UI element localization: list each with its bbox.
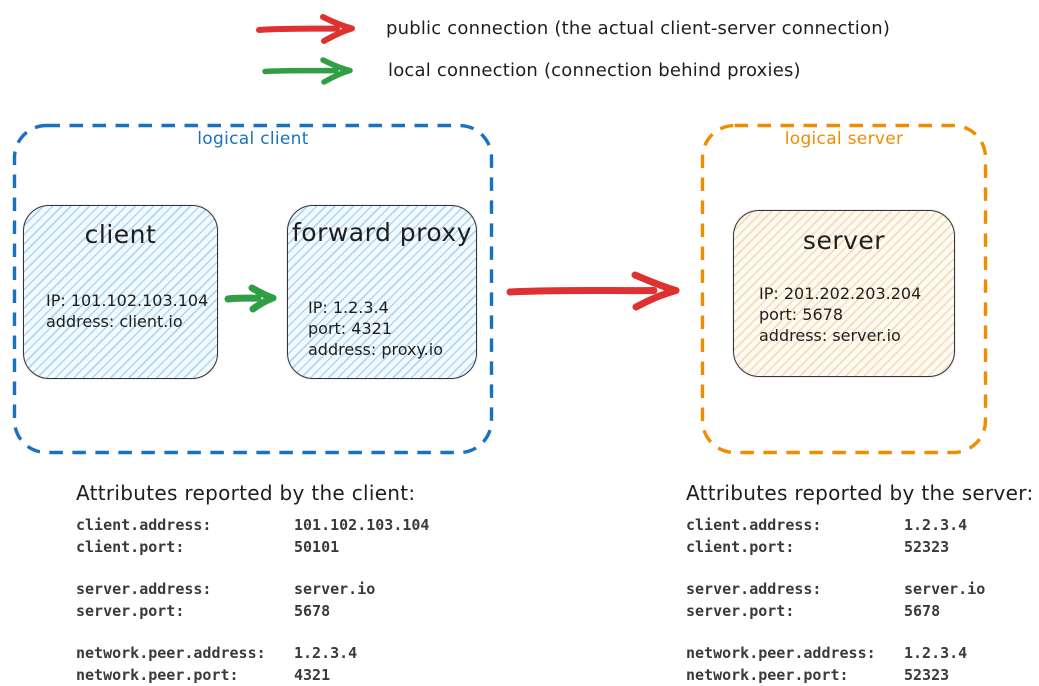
attr-row: network.peer.address:1.2.3.4 (76, 644, 358, 662)
attr-row: network.peer.port:4321 (76, 666, 331, 684)
client-node-title: client (84, 220, 157, 249)
forward-proxy-node-title: forward proxy (291, 218, 472, 247)
server-attributes-table: client.address:1.2.3.4 client.port:52323… (686, 514, 985, 686)
server-node-title: server (802, 226, 886, 255)
attr-row: server.address:server.io (686, 580, 986, 598)
attr-row: server.port:5678 (686, 602, 941, 620)
logical-client-group: logical client (12, 123, 494, 455)
legend-local-connection: local connection (connection behind prox… (260, 53, 801, 87)
attr-row: client.address:101.102.103.104 (76, 516, 430, 534)
server-address: address: server.io (759, 326, 901, 345)
public-connection-arrow-icon (256, 14, 355, 44)
forward-proxy-node: forward proxy IP: 1.2.3.4 port: 4321 add… (287, 205, 477, 379)
legend-public-connection: public connection (the actual client-ser… (253, 10, 890, 46)
forward-proxy-node-details: IP: 1.2.3.4 port: 4321 address: proxy.io (308, 297, 443, 360)
local-connection-mid-arrow-icon (224, 284, 277, 313)
client-node-details: IP: 101.102.103.104 address: client.io (46, 290, 208, 332)
client-attributes-table: client.address:101.102.103.104 client.po… (76, 514, 429, 686)
server-attributes-heading: Attributes reported by the server: (686, 481, 1034, 505)
attr-row: client.port:50101 (76, 538, 340, 556)
attr-row: server.address:server.io (76, 580, 376, 598)
client-node: client IP: 101.102.103.104 address: clie… (23, 205, 218, 379)
attr-row: network.peer.port:52323 (686, 666, 950, 684)
attr-row: network.peer.address:1.2.3.4 (686, 644, 968, 662)
server-node-details: IP: 201.202.203.204 port: 5678 address: … (759, 283, 921, 346)
logical-client-label: logical client (197, 129, 309, 149)
server-port: port: 5678 (759, 305, 843, 324)
attr-row: client.port:52323 (686, 538, 950, 556)
logical-server-group: logical server (700, 123, 988, 455)
local-connection-arrow-icon (262, 57, 353, 85)
proxy-ip: IP: 1.2.3.4 (308, 298, 389, 317)
logical-server-label: logical server (784, 129, 904, 149)
logical-server-dashed-border (700, 123, 988, 455)
public-connection-mid-arrow-icon (506, 271, 680, 311)
proxy-address: address: proxy.io (308, 340, 443, 359)
server-node: server IP: 201.202.203.204 port: 5678 ad… (733, 210, 955, 377)
client-ip: IP: 101.102.103.104 (46, 291, 209, 310)
attr-row: server.port:5678 (76, 602, 331, 620)
server-ip: IP: 201.202.203.204 (759, 284, 922, 303)
client-address: address: client.io (46, 312, 183, 331)
legend-local-label: local connection (connection behind prox… (388, 59, 801, 81)
legend-public-label: public connection (the actual client-ser… (386, 17, 891, 39)
proxy-port: port: 4321 (308, 319, 392, 338)
attr-row: client.address:1.2.3.4 (686, 516, 968, 534)
client-attributes-heading: Attributes reported by the client: (76, 481, 416, 505)
